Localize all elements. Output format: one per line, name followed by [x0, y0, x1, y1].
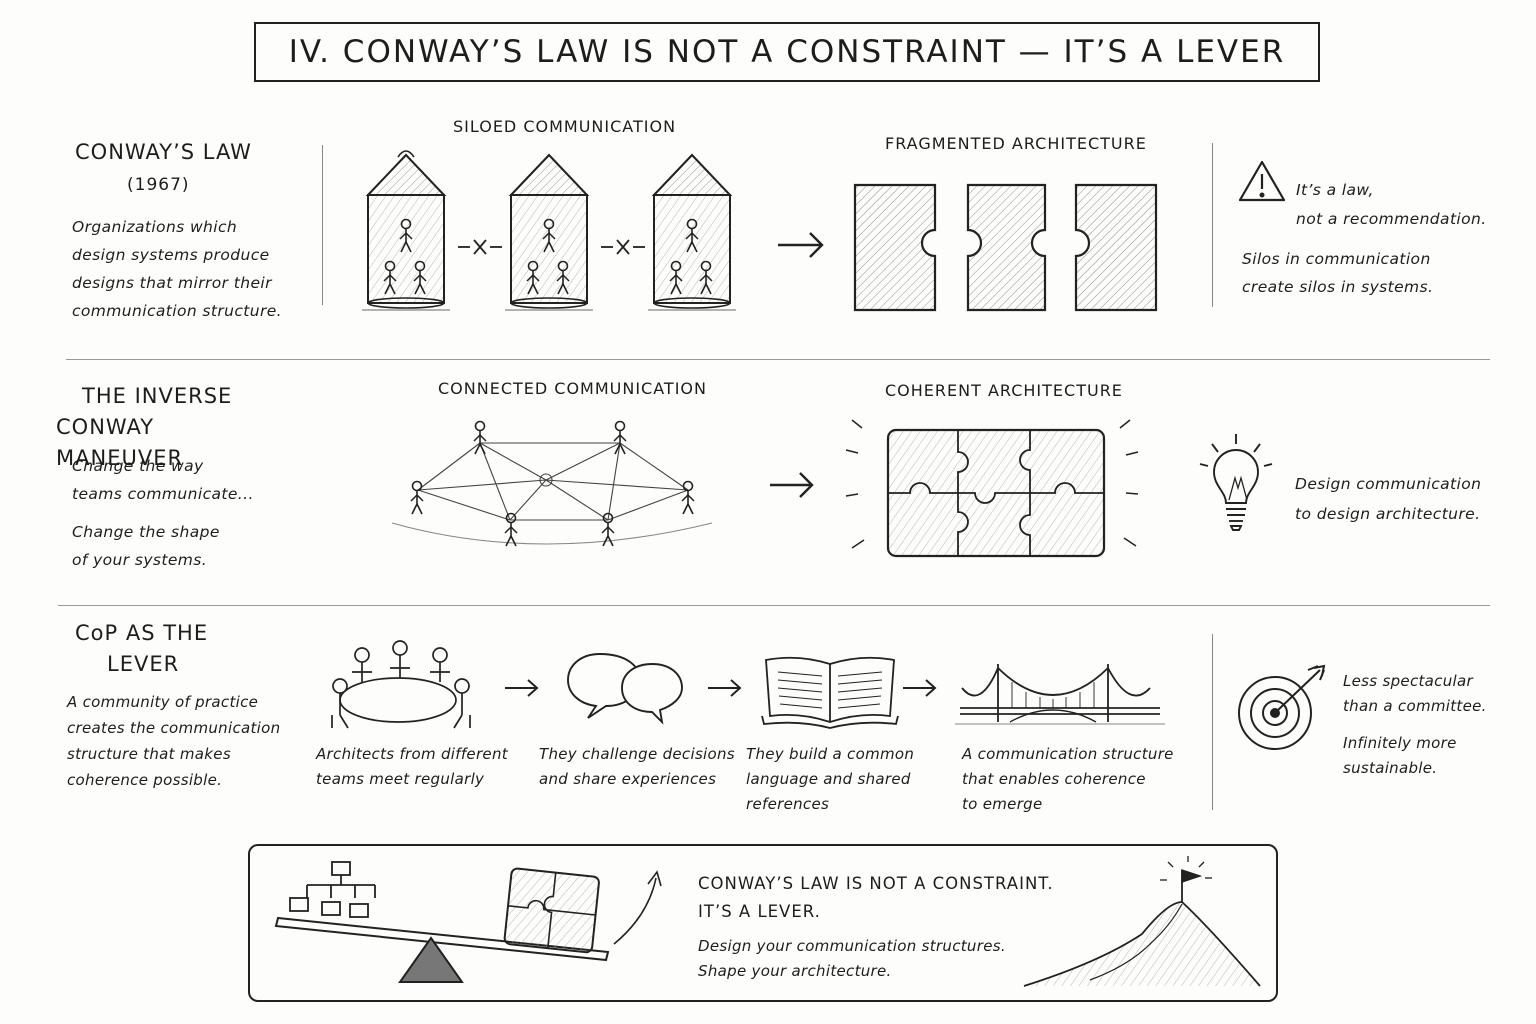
fragmented-architecture-label: FRAGMENTED ARCHITECTURE	[885, 134, 1147, 153]
col-divider-row3-right	[1212, 634, 1213, 810]
note-line: Less spectacular	[1343, 672, 1473, 690]
arrow-icon	[778, 232, 824, 258]
org-chart-icon	[289, 861, 376, 918]
bridge-icon	[955, 664, 1165, 725]
row-divider-1	[66, 359, 1490, 360]
desc-line: A community of practice	[67, 693, 259, 711]
caption-line: They challenge decisions	[539, 745, 735, 763]
silos-note-line: Silos in communication	[1242, 250, 1431, 268]
heading-line: CONWAY MANEUVER	[56, 415, 184, 470]
step-caption: They build a common language and shared …	[746, 742, 914, 817]
silo-icon	[505, 155, 593, 310]
summary-text: Design your communication structures. Sh…	[698, 934, 1006, 984]
inverse-conway-description: Change the way teams communicate... Chan…	[72, 452, 254, 574]
row-divider-2	[58, 605, 1490, 606]
puzzle-piece-icon	[853, 183, 937, 312]
law-note-line: not a recommendation.	[1296, 210, 1487, 228]
speech-bubbles-icon	[567, 653, 683, 725]
step-caption: They challenge decisions and share exper…	[539, 742, 735, 792]
desc-line: structure that makes	[67, 745, 231, 763]
desc-line: Change the shape	[72, 523, 220, 541]
note-line: to design architecture.	[1295, 505, 1481, 523]
desc-line: Organizations which	[72, 218, 238, 236]
note-line: than a committee.	[1343, 697, 1487, 715]
desc-line: of your systems.	[72, 551, 208, 569]
step-caption: A communication structure that enables c…	[962, 742, 1174, 817]
caption-line: A communication structure	[962, 745, 1174, 763]
caption-line: Architects from different	[316, 745, 508, 763]
mountain-flag-icon	[1023, 856, 1261, 987]
col-divider-row1-left	[322, 145, 323, 305]
step-caption: Architects from different teams meet reg…	[316, 742, 508, 792]
caption-line: to emerge	[962, 795, 1043, 813]
note-line: Infinitely more	[1343, 734, 1457, 752]
summary-heading-line: IT’S A LEVER.	[698, 902, 821, 921]
desc-line: communication structure.	[72, 302, 283, 320]
broken-link-icon	[458, 239, 645, 255]
silo-icon	[648, 155, 736, 310]
heading-line: LEVER	[107, 652, 180, 676]
design-communication-note: Design communication to design architect…	[1295, 470, 1481, 528]
puzzle-icon	[845, 419, 1139, 558]
desc-line: designs that mirror their	[72, 274, 272, 292]
arrow-icon	[505, 679, 937, 697]
caption-line: language and shared	[746, 770, 911, 788]
conways-law-heading: CONWAY’S LAW	[75, 140, 252, 164]
desc-line: Change the way	[72, 457, 204, 475]
page-title: IV. CONWAY’S LAW IS NOT A CONSTRAINT — I…	[254, 22, 1320, 82]
caption-line: They build a common	[746, 745, 915, 763]
summary-heading: CONWAY’S LAW IS NOT A CONSTRAINT. IT’S A…	[698, 870, 1054, 926]
law-note: It’s a law, not a recommendation.	[1296, 176, 1487, 233]
note-line: sustainable.	[1343, 759, 1438, 777]
puzzle-piece-icon	[966, 183, 1047, 312]
puzzle-piece-icon	[1074, 183, 1158, 312]
lightbulb-icon	[1199, 434, 1273, 531]
sustainable-note: Less spectacular than a committee. Infin…	[1343, 669, 1487, 781]
silos-note-line: create silos in systems.	[1242, 278, 1434, 296]
heading-line: CoP AS THE	[75, 621, 209, 645]
warning-icon	[1238, 160, 1286, 202]
desc-line: coherence possible.	[67, 771, 223, 789]
summary-box	[248, 844, 1278, 1002]
seesaw-icon	[274, 867, 662, 983]
arrow-icon	[770, 472, 814, 498]
summary-heading-line: CONWAY’S LAW IS NOT A CONSTRAINT.	[698, 874, 1054, 893]
coherent-architecture-label: COHERENT ARCHITECTURE	[885, 381, 1123, 400]
silo-icon	[362, 155, 450, 310]
caption-line: and share experiences	[539, 770, 717, 788]
open-book-icon	[761, 656, 899, 729]
silos-note: Silos in communication create silos in s…	[1242, 245, 1433, 301]
network-icon	[391, 420, 713, 547]
note-line: Design communication	[1295, 475, 1482, 493]
summary-text-line: Shape your architecture.	[698, 962, 892, 980]
caption-line: that enables coherence	[962, 770, 1146, 788]
conways-law-description: Organizations which design systems produ…	[72, 213, 312, 325]
desc-line: design systems produce	[72, 246, 270, 264]
heading-line: THE INVERSE	[82, 384, 233, 408]
col-divider-row1-right	[1212, 143, 1213, 307]
cop-lever-heading: CoP AS THE LEVER	[75, 618, 208, 680]
siloed-communication-label: SILOED COMMUNICATION	[453, 117, 677, 136]
round-table-icon	[331, 640, 471, 729]
connected-communication-label: CONNECTED COMMUNICATION	[438, 379, 707, 398]
target-icon	[1238, 664, 1326, 750]
desc-line: creates the communication	[67, 719, 281, 737]
conways-law-year: (1967)	[127, 175, 190, 195]
summary-text-line: Design your communication structures.	[698, 937, 1006, 955]
caption-line: teams meet regularly	[316, 770, 485, 788]
law-note-line: It’s a law,	[1296, 181, 1374, 199]
inverse-conway-heading: THE INVERSE CONWAY MANEUVER	[56, 381, 276, 474]
cop-description: A community of practice creates the comm…	[67, 689, 280, 793]
caption-line: references	[746, 795, 830, 813]
desc-line: teams communicate...	[72, 485, 254, 503]
